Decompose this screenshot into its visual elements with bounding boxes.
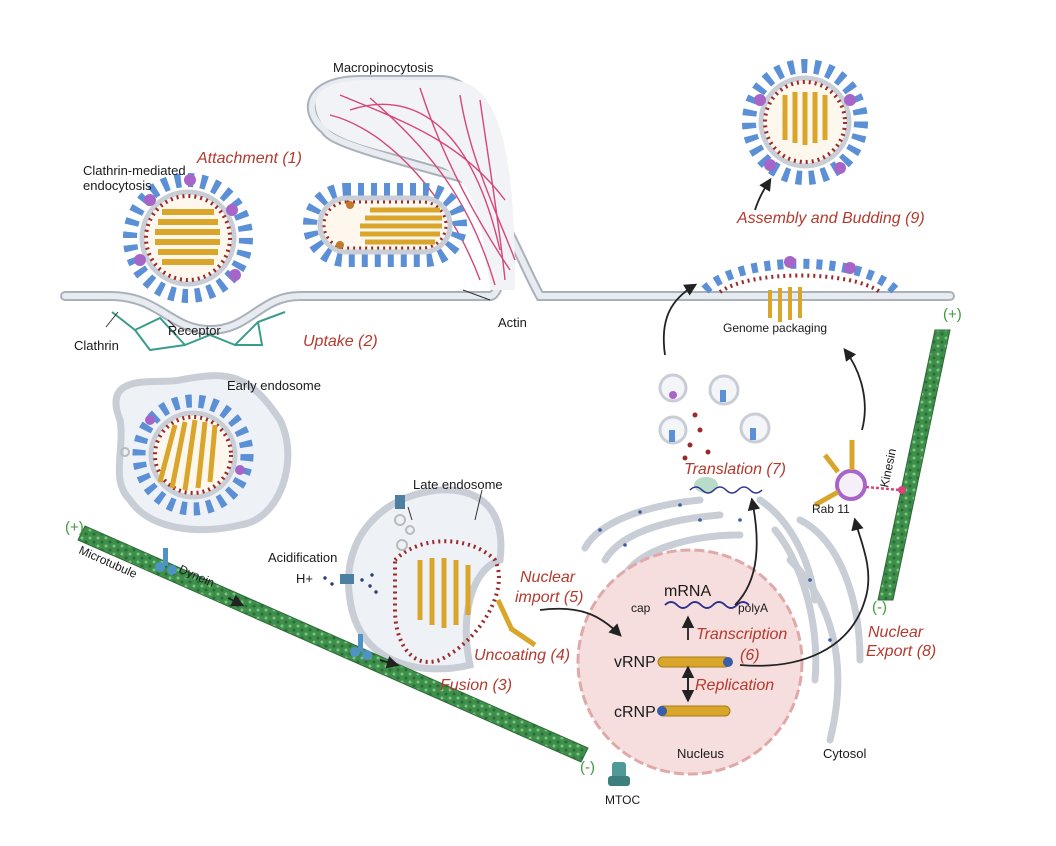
text-labels: Macropinocytosis Clathrin-mediated endoc… — [65, 60, 962, 807]
step-uptake: Uptake (2) — [303, 333, 378, 350]
arrow-to-release — [754, 177, 772, 211]
arrow-to-translation — [734, 497, 761, 606]
label-plus-right: (+) — [943, 306, 962, 323]
label-kinesin: Kinesin — [877, 447, 899, 488]
arrow-dynein — [227, 594, 245, 607]
label-cap: cap — [631, 601, 651, 615]
label-acidification: Acidification — [268, 550, 337, 565]
label-h-plus: H+ — [296, 571, 313, 586]
step-nuclear-import-2: import (5) — [515, 589, 583, 606]
virion-clathrin — [123, 173, 253, 303]
rab11-vesicle — [813, 440, 906, 508]
label-polya: polyA — [738, 601, 768, 615]
label-macropinocytosis: Macropinocytosis — [333, 60, 434, 75]
budding-site — [701, 256, 899, 322]
step-transcription-1: Transcription — [696, 626, 787, 643]
label-clathrin-mediated: Clathrin-mediated — [83, 163, 186, 178]
translation-vesicles — [658, 373, 771, 461]
virion-macropinocytosis — [303, 183, 467, 267]
er-ribosomes — [598, 503, 832, 642]
label-vrnp: vRNP — [614, 654, 656, 671]
microtubule-right — [877, 329, 951, 601]
label-late-endosome: Late endosome — [413, 477, 503, 492]
arrow-to-packaging — [843, 347, 866, 431]
step-uncoating: Uncoating (4) — [474, 647, 570, 664]
label-mtoc: MTOC — [605, 793, 640, 807]
vrnp-coil — [657, 656, 733, 668]
pointer-lines — [105, 289, 491, 521]
early-endosome — [112, 372, 292, 534]
actin-filaments — [329, 87, 516, 286]
label-nucleus: Nucleus — [677, 746, 724, 761]
step-transcription-2: (6) — [740, 647, 760, 664]
label-actin: Actin — [498, 315, 527, 330]
virion-budded — [742, 59, 868, 185]
label-crnp: cRNP — [614, 704, 656, 721]
arrow-to-fusion — [379, 656, 400, 669]
label-clathrin: Clathrin — [74, 338, 119, 353]
plasma-membrane — [60, 75, 955, 336]
label-receptor: Receptor — [168, 323, 221, 338]
label-cytosol: Cytosol — [823, 746, 866, 761]
step-replication: Replication — [695, 677, 774, 694]
label-minus-left: (-) — [580, 759, 595, 776]
macropinocytosis-ruffle — [315, 80, 515, 290]
label-early-endosome: Early endosome — [227, 378, 321, 393]
late-endosome — [323, 486, 537, 673]
arrow-nuclear-import — [539, 607, 622, 637]
label-plus-left: (+) — [65, 519, 84, 536]
crnp-coil — [657, 705, 731, 717]
label-endocytosis: endocytosis — [83, 178, 152, 193]
label-mrna: mRNA — [664, 583, 711, 600]
step-translation: Translation (7) — [684, 461, 786, 478]
step-nuclear-export-1: Nuclear — [868, 624, 924, 641]
dynein-motor — [155, 548, 372, 660]
arrow-nuclear-export — [739, 517, 870, 667]
ribosome — [689, 477, 763, 494]
microtubule-left — [77, 525, 589, 763]
label-minus-right: (-) — [872, 599, 887, 616]
step-fusion: Fusion (3) — [440, 677, 512, 694]
mtoc-icon — [608, 762, 630, 786]
clathrin-lattice — [111, 311, 286, 352]
label-genome-packaging: Genome packaging — [723, 321, 827, 335]
arrow-to-budding — [662, 283, 698, 356]
label-rab11: Rab 11 — [812, 502, 850, 516]
mrna-strand — [664, 601, 750, 609]
flow-arrows — [227, 177, 870, 703]
step-assembly: Assembly and Budding (9) — [736, 210, 925, 227]
step-attachment: Attachment (1) — [196, 150, 302, 167]
step-nuclear-export-2: Export (8) — [866, 643, 936, 660]
step-nuclear-import-1: Nuclear — [520, 569, 576, 586]
